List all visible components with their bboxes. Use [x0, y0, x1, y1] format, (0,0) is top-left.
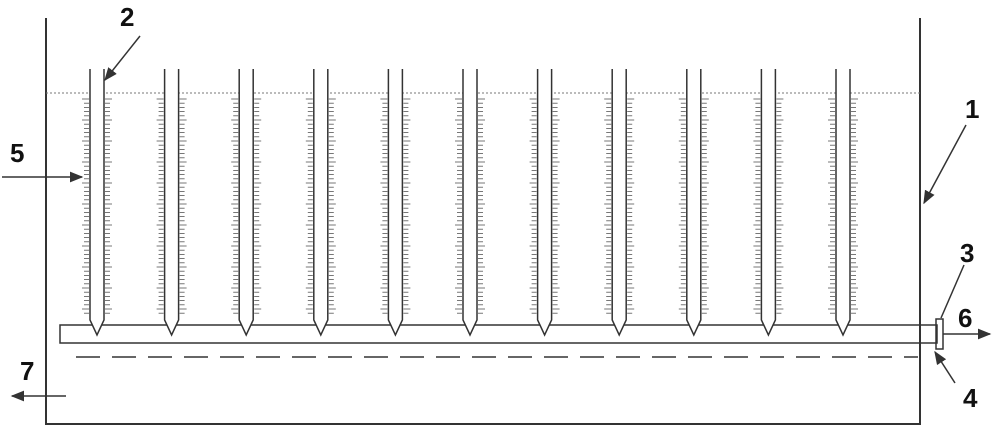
label-inflow: 5	[10, 138, 24, 168]
label-outflow: 6	[958, 303, 972, 333]
graduated-tube	[163, 69, 180, 337]
tube-scale-marks	[604, 98, 635, 314]
tube-scale-marks	[82, 98, 112, 314]
tube-scale-marks	[455, 98, 485, 314]
tube-scale-marks	[753, 98, 784, 314]
label-valve: 3	[960, 238, 974, 268]
graduated-tube	[536, 69, 553, 337]
graduated-tube	[313, 69, 329, 337]
label-tank: 1	[965, 94, 979, 124]
tube-group	[82, 69, 858, 337]
label-drain: 7	[20, 356, 34, 386]
tube-scale-marks	[231, 98, 262, 314]
tube-scale-marks	[305, 98, 336, 314]
graduated-tube	[611, 69, 627, 337]
tube-scale-marks	[156, 98, 187, 314]
graduated-tube	[835, 69, 851, 337]
graduated-tube	[462, 69, 478, 337]
graduated-tube	[387, 69, 404, 337]
tube-scale-marks	[678, 98, 709, 314]
tube-scale-marks	[529, 98, 560, 314]
collector-pipe	[59, 324, 938, 344]
graduated-tube	[238, 69, 254, 337]
leader-line-1	[923, 124, 967, 205]
graduated-tube	[760, 69, 777, 337]
tube-scale-marks	[380, 98, 411, 314]
label-sediment-line: 4	[963, 383, 978, 413]
graduated-tube	[686, 69, 702, 337]
leader-line-4	[934, 350, 956, 384]
label-tube: 2	[120, 2, 134, 32]
graduated-tube	[89, 69, 105, 337]
leader-line-3	[940, 264, 965, 319]
tank-outline	[45, 18, 921, 425]
leader-line-2	[104, 35, 141, 82]
tube-scale-marks	[828, 98, 858, 314]
